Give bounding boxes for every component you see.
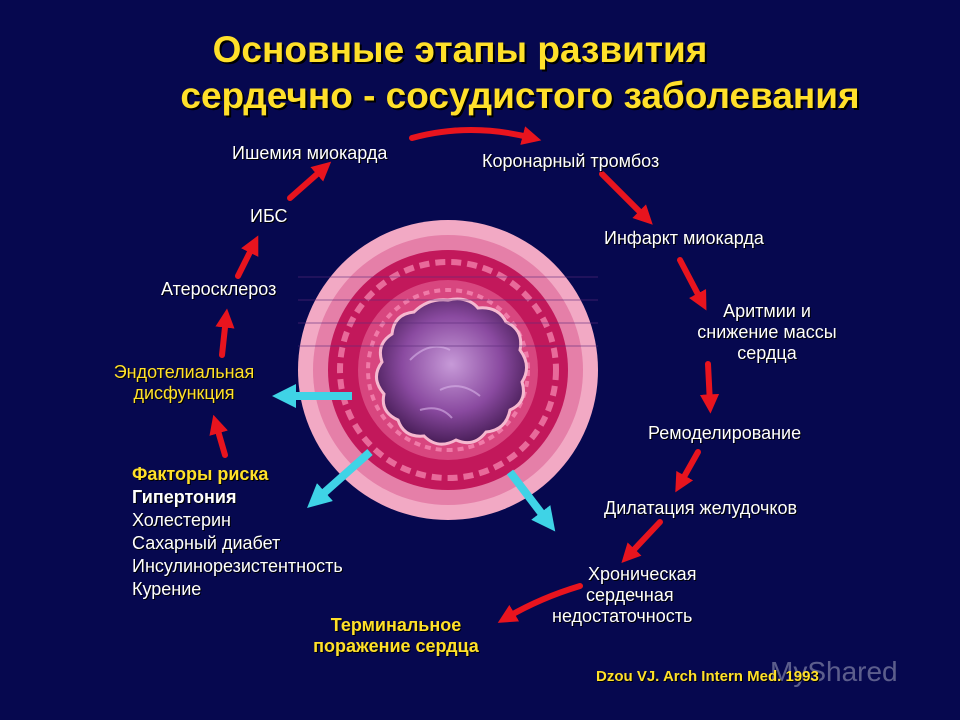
risk-factors-header: Факторы риска bbox=[132, 464, 269, 484]
label-chf-line3: недостаточность bbox=[552, 606, 693, 626]
label-arrhythmia-line1: Аритмии и bbox=[723, 301, 811, 321]
vessel-arrows bbox=[272, 384, 556, 532]
vessel-lumen bbox=[375, 297, 528, 446]
title-line-2: сердечно - сосудистого заболевания bbox=[180, 75, 860, 116]
label-infarction: Инфаркт миокарда bbox=[604, 228, 764, 248]
risk-factors-list: Факторы риска Гипертония Холестерин Саха… bbox=[132, 463, 343, 601]
label-chf: Хроническая сердечная недостаточность bbox=[552, 564, 697, 627]
label-ibs: ИБС bbox=[250, 206, 288, 226]
label-dilatation: Дилатация желудочков bbox=[604, 498, 798, 518]
vessel-cross-section bbox=[298, 220, 598, 520]
arrow-remodeling-to-dilatation bbox=[675, 449, 701, 493]
label-arrhythmia-line2: снижение массы bbox=[697, 322, 837, 342]
vessel-inner-fibers bbox=[366, 288, 530, 452]
label-atherosclerosis: Атеросклероз bbox=[161, 279, 277, 299]
label-remodeling: Ремоделирование bbox=[648, 423, 802, 443]
arrow-ibs-to-ischemia bbox=[287, 161, 332, 201]
label-chf-line1: Хроническая bbox=[588, 564, 697, 584]
title-line-1: Основные этапы развития bbox=[212, 29, 708, 70]
arrow-infarction-to-arrhythmia bbox=[677, 257, 707, 311]
arrow-atherosclerosis-to-ibs bbox=[235, 235, 259, 279]
label-arrhythmia-line3: сердца bbox=[737, 343, 797, 363]
label-endothelial: Эндотелиальная дисфункция bbox=[94, 362, 274, 404]
arrow-arrhythmia-to-remodeling bbox=[699, 361, 720, 414]
label-arrhythmia: Аритмии и снижение массы сердца bbox=[672, 301, 862, 364]
arrow-thrombosis-to-infarction bbox=[599, 171, 653, 225]
label-ischemia: Ишемия миокарда bbox=[232, 143, 388, 163]
vessel-fiber-ring bbox=[337, 259, 559, 481]
label-terminal-line2: поражение сердца bbox=[313, 636, 479, 656]
risk-factor-item: Инсулинорезистентность bbox=[132, 556, 343, 576]
arrow-chf-to-terminal bbox=[497, 583, 583, 623]
arrow-ischemia-to-thrombosis bbox=[409, 126, 542, 145]
label-terminal-line1: Терминальное bbox=[330, 615, 462, 635]
risk-factor-item: Холестерин bbox=[132, 510, 231, 530]
arrow-dilatation-to-chf bbox=[621, 519, 663, 563]
lumen-texture bbox=[409, 345, 481, 419]
arrow-endothelial-to-atherosclerosis bbox=[215, 308, 235, 358]
cycle-arrows bbox=[209, 126, 720, 623]
risk-factor-item: Курение bbox=[132, 579, 202, 599]
label-thrombosis: Коронарный тромбоз bbox=[482, 151, 660, 171]
arrow-vessel-to-chf bbox=[506, 469, 556, 532]
risk-factor-item: Сахарный диабет bbox=[132, 533, 281, 553]
risk-factor-item: Гипертония bbox=[132, 487, 237, 507]
label-terminal: Терминальное поражение сердца bbox=[286, 615, 506, 657]
arrow-risk-to-endothelial bbox=[209, 414, 228, 458]
label-chf-line2: сердечная bbox=[586, 585, 674, 605]
arrow-vessel-to-risk bbox=[307, 449, 373, 508]
label-endothelial-line1: Эндотелиальная bbox=[113, 362, 255, 382]
citation: Dzou VJ. Arch Intern Med. 1993 bbox=[596, 668, 819, 685]
label-endothelial-line2: дисфункция bbox=[133, 383, 235, 403]
watermark: MyShared bbox=[770, 656, 898, 687]
